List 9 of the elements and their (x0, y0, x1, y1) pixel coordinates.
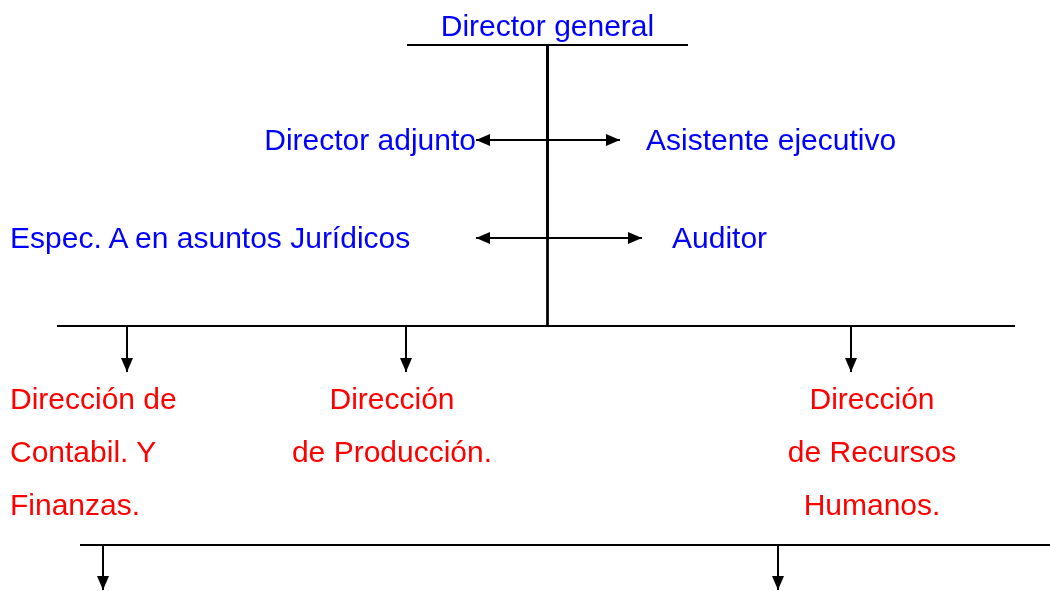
position-label: Dirección de Producción. (272, 372, 512, 478)
position-label: Dirección de Contabil. Y Finanzas. (10, 372, 230, 531)
arrow (546, 45, 857, 373)
position-label: Director adjunto (240, 122, 476, 158)
position-label: Director general (407, 8, 688, 46)
position-label: Asistente ejecutivo (620, 122, 920, 158)
position-label: Auditor (642, 220, 842, 256)
position-label: Dirección de Recursos Humanos. (752, 372, 992, 531)
position-label: Espec. A en asuntos Jurídicos (10, 220, 476, 256)
